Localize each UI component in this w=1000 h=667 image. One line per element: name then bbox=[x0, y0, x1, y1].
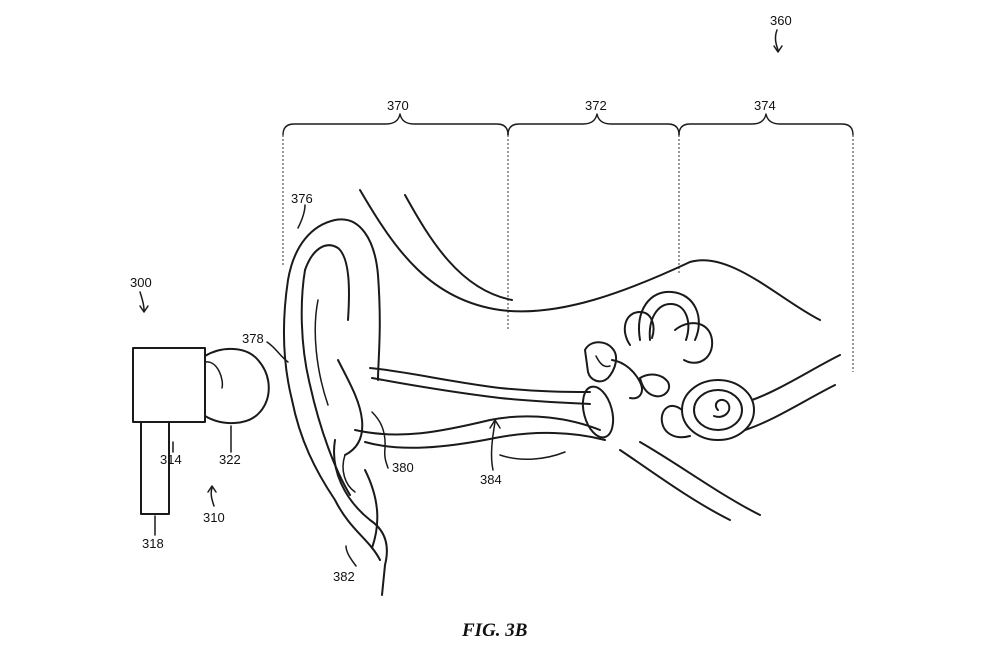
label-360: 360 bbox=[770, 13, 792, 28]
inner-ear-bracket bbox=[678, 113, 854, 372]
eardrum bbox=[581, 385, 615, 439]
label-322: 322 bbox=[219, 452, 241, 467]
head-outline bbox=[359, 189, 821, 321]
earbud-stem bbox=[140, 421, 170, 515]
cochlea bbox=[660, 379, 755, 441]
ear-tip bbox=[204, 348, 270, 425]
label-300: 300 bbox=[130, 275, 152, 290]
earbud-housing bbox=[132, 347, 206, 423]
reference-labels: 360 370 372 374 376 378 380 382 384 300 … bbox=[130, 13, 792, 584]
leader-lines bbox=[139, 29, 783, 567]
label-376: 376 bbox=[291, 191, 313, 206]
label-380: 380 bbox=[392, 460, 414, 475]
semicircular-canals bbox=[623, 290, 714, 364]
label-374: 374 bbox=[754, 98, 776, 113]
ear-canal bbox=[354, 367, 606, 461]
label-370: 370 bbox=[387, 98, 409, 113]
label-384: 384 bbox=[480, 472, 502, 487]
label-314: 314 bbox=[160, 452, 182, 467]
earbud-device bbox=[132, 347, 270, 515]
label-378: 378 bbox=[242, 331, 264, 346]
label-372: 372 bbox=[585, 98, 607, 113]
figure-caption: FIG. 3B bbox=[461, 620, 527, 641]
middle-ear-bracket bbox=[507, 113, 680, 275]
label-318: 318 bbox=[142, 536, 164, 551]
label-382: 382 bbox=[333, 569, 355, 584]
outer-ear-bracket bbox=[282, 113, 509, 330]
pinna bbox=[282, 218, 388, 596]
ossicles bbox=[584, 341, 670, 400]
label-310: 310 bbox=[203, 510, 225, 525]
auditory-nerve bbox=[619, 354, 841, 521]
